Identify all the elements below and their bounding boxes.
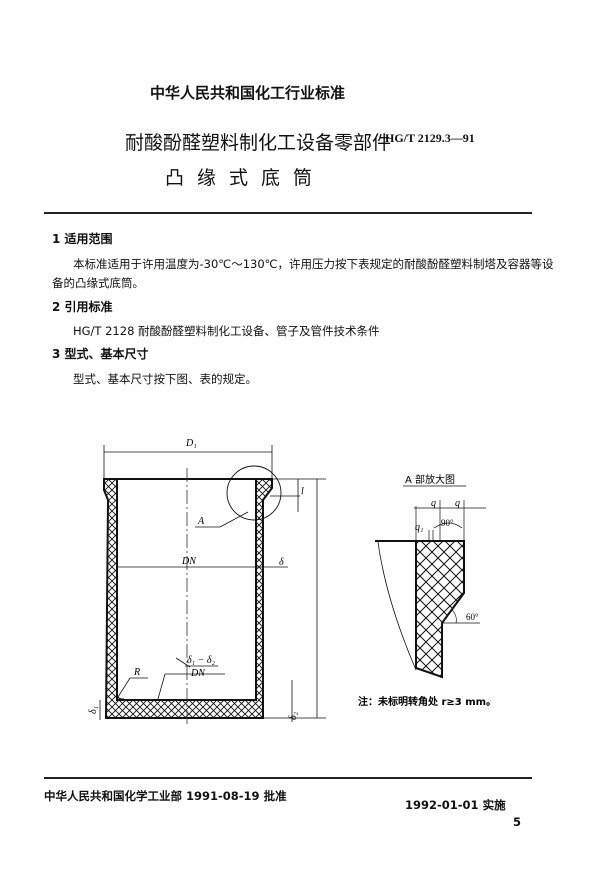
label-angle-60: 60°: [466, 612, 479, 622]
label-r: R: [133, 667, 140, 678]
header-divider: [44, 212, 532, 214]
label-l: l: [301, 486, 304, 497]
section-3-line-1: 型式、基本尺寸按下图、表的规定。: [73, 372, 257, 386]
label-delta: δ: [279, 557, 284, 568]
label-a: A: [197, 516, 205, 527]
effective-date: 1992-01-01 实施: [405, 798, 506, 812]
label-delta2: δ₂: [288, 711, 299, 720]
label-q-left: q: [431, 498, 436, 509]
label-dn: DN: [181, 556, 197, 567]
section-1-heading: 1 适用范围: [52, 232, 113, 246]
issuing-organization: 中华人民共和国化工行业标准: [150, 84, 346, 102]
detail-a-drawing: [375, 485, 486, 679]
label-q-right: q: [455, 498, 460, 509]
section-2-line-1: HG/T 2128 耐酸酚醛塑料制化工设备、管子及管件技术条件: [73, 324, 380, 338]
vessel-section: [103, 478, 273, 719]
document-subtitle: 凸缘式底筒: [165, 167, 326, 189]
detail-note: 注：未标明转角处 r≥3 mm。: [358, 695, 496, 708]
dimension-lines: [99, 445, 326, 722]
document-title: 耐酸酚醛塑料制化工设备零部件: [125, 132, 392, 154]
detail-a-circle: [226, 465, 282, 521]
label-delta1: δ₁: [88, 706, 99, 714]
approval-text: 中华人民共和国化学工业部 1991-08-19 批准: [44, 789, 287, 803]
label-angle-90: 90°: [441, 518, 454, 528]
label-q1: q₁: [415, 522, 423, 533]
label-d1: D₁: [185, 438, 197, 449]
standard-code: HG/T 2129.3—91: [385, 131, 475, 145]
label-slope-denominator: DN: [190, 668, 206, 679]
label-slope-numerator: δ₁ − δ₂: [187, 655, 216, 666]
section-3-heading: 3 型式、基本尺寸: [52, 347, 149, 361]
footer-divider: [44, 777, 532, 779]
page-number: 5: [513, 815, 522, 829]
section-1-line-2: 备的凸缘式底筒。: [52, 276, 144, 290]
section-1-line-1: 本标准适用于许用温度为-30℃～130℃，许用压力按下表规定的耐酸酚醛塑料制塔及…: [73, 257, 554, 271]
section-2-heading: 2 引用标准: [52, 300, 113, 314]
detail-title: A 部放大图: [405, 473, 455, 486]
